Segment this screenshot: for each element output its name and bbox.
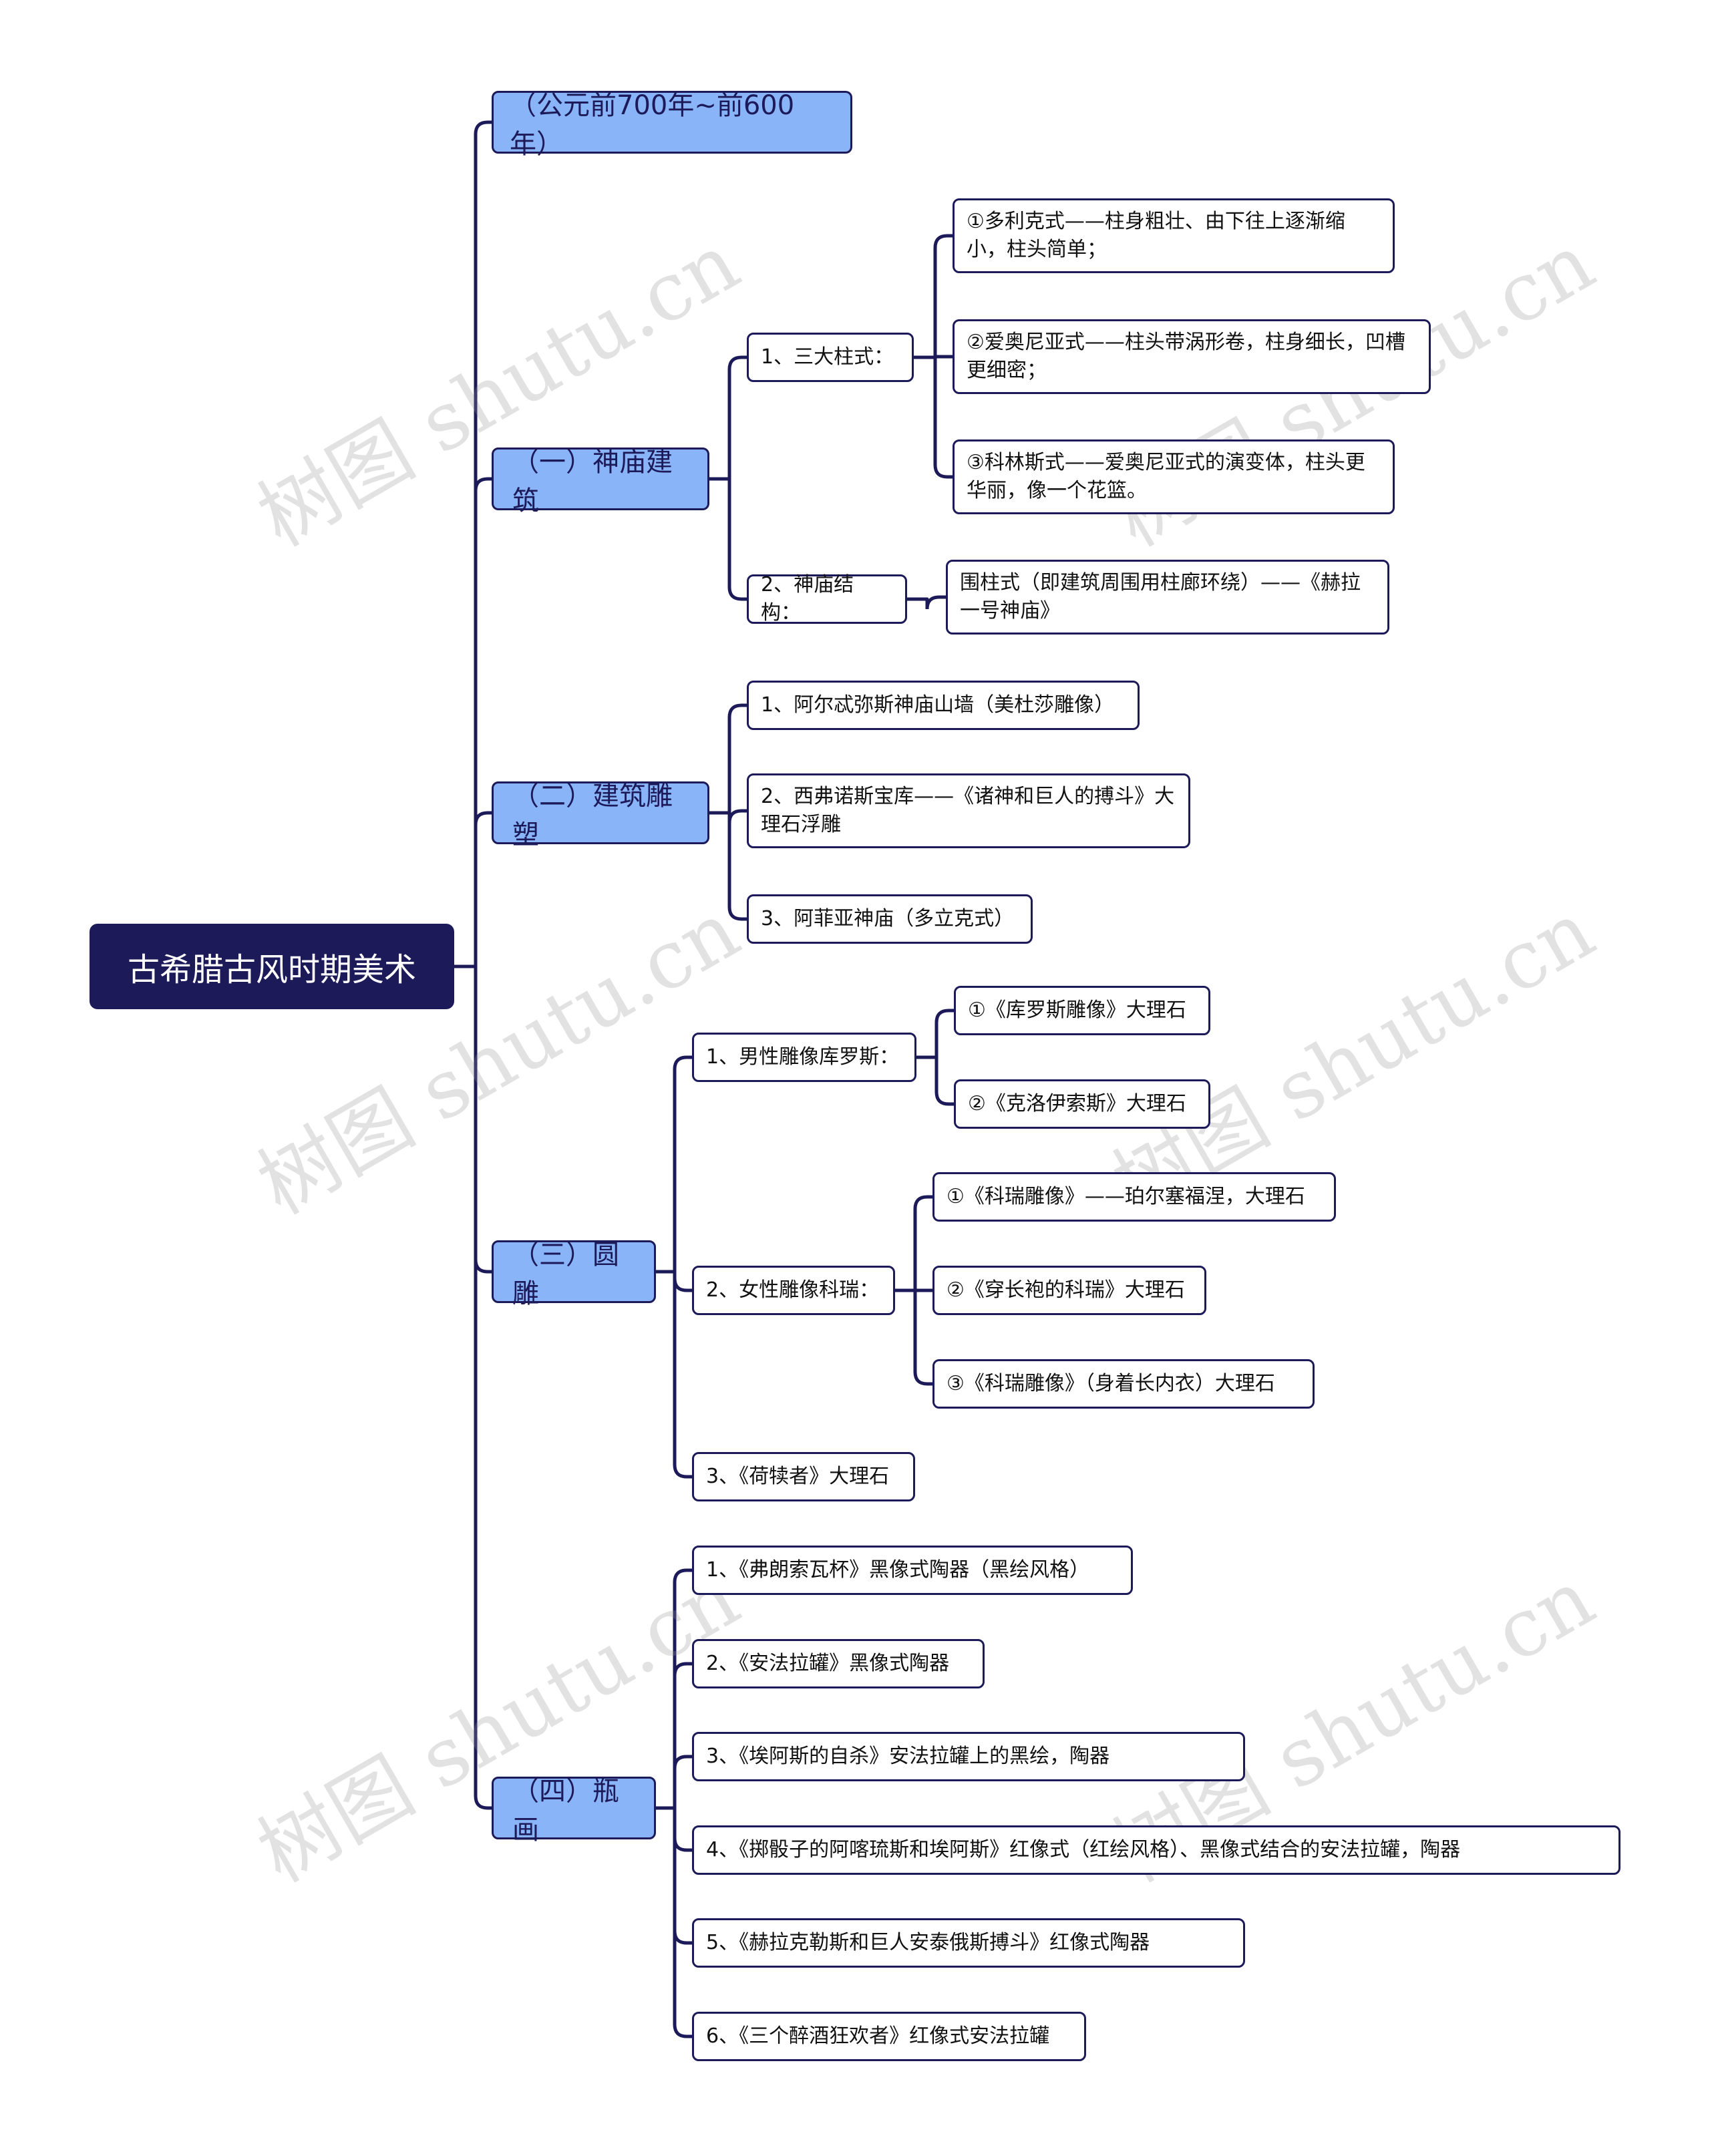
root-node[interactable]: 古希腊古风时期美术 [90,924,454,1009]
vase-connector [654,1568,694,2038]
doric-order-node[interactable]: ①多利克式——柱身粗壮、由下往上逐渐缩小，柱头简单； [953,198,1395,273]
root-connector [452,120,494,1810]
vase-item-2[interactable]: 2、《安法拉罐》黑像式陶器 [692,1639,985,1688]
kouros-connector [914,1009,956,1106]
kouros-statue-node[interactable]: ①《库罗斯雕像》大理石 [954,986,1210,1035]
vase-item-1[interactable]: 1、《弗朗索瓦杯》黑像式陶器（黑绘风格） [692,1546,1133,1595]
vase-item-6[interactable]: 6、《三个醉酒狂欢者》红像式安法拉罐 [692,2012,1086,2061]
peplos-kore-node[interactable]: ②《穿长袍的科瑞》大理石 [932,1266,1206,1315]
kouros-node[interactable]: 1、男性雕像库罗斯： [692,1033,916,1082]
vase-item-4[interactable]: 4、《掷骰子的阿喀琉斯和埃阿斯》红像式（红绘风格）、黑像式结合的安法拉罐，陶器 [692,1825,1620,1875]
corinthian-order-node[interactable]: ③科林斯式——爱奥尼亚式的演变体，柱头更华丽，像一个花篮。 [953,439,1395,514]
vase-item-3[interactable]: 3、《埃阿斯的自杀》安法拉罐上的黑绘，陶器 [692,1732,1245,1781]
aphaia-temple-node[interactable]: 3、阿菲亚神庙（多立克式） [747,894,1033,944]
round-sculpture-node[interactable]: （三）圆雕 [492,1240,656,1309]
temple-orders-node[interactable]: 1、三大柱式： [747,333,914,382]
kore-node[interactable]: 2、女性雕像科瑞： [692,1266,895,1315]
sculpture-connector [707,703,749,921]
kore-connector [893,1195,934,1386]
structure-connector [905,595,948,610]
round-connector [654,1055,694,1479]
architectural-sculpture-node[interactable]: （二）建筑雕塑 [492,781,709,850]
ionic-order-node[interactable]: ②爱奥尼亚式——柱头带涡形卷，柱身细长，凹槽更细密； [953,319,1431,394]
orders-connector [912,234,955,479]
vase-painting-node[interactable]: （四）瓶画 [492,1776,656,1845]
kore-persephone-node[interactable]: ①《科瑞雕像》——珀尔塞福涅，大理石 [932,1172,1336,1222]
era-node[interactable]: （公元前700年~前600年） [492,90,852,160]
siphnian-treasury-node[interactable]: 2、西弗诺斯宝库——《诸神和巨人的搏斗》大理石浮雕 [747,773,1190,848]
temple-structure-node[interactable]: 2、神庙结构： [747,573,907,624]
vase-item-5[interactable]: 5、《赫拉克勒斯和巨人安泰俄斯搏斗》红像式陶器 [692,1918,1245,1968]
peristyle-node[interactable]: 围柱式（即建筑周围用柱廊环绕）——《赫拉一号神庙》 [946,560,1389,635]
kroisos-node[interactable]: ②《克洛伊索斯》大理石 [954,1079,1210,1129]
chiton-kore-node[interactable]: ③《科瑞雕像》（身着长内衣）大理石 [932,1359,1315,1409]
artemis-temple-node[interactable]: 1、阿尔忒弥斯神庙山墙（美杜莎雕像） [747,681,1140,730]
temple-architecture-node[interactable]: （一）神庙建筑 [492,447,709,516]
temple-connector [707,355,749,601]
calf-bearer-node[interactable]: 3、《荷犊者》大理石 [692,1452,915,1501]
